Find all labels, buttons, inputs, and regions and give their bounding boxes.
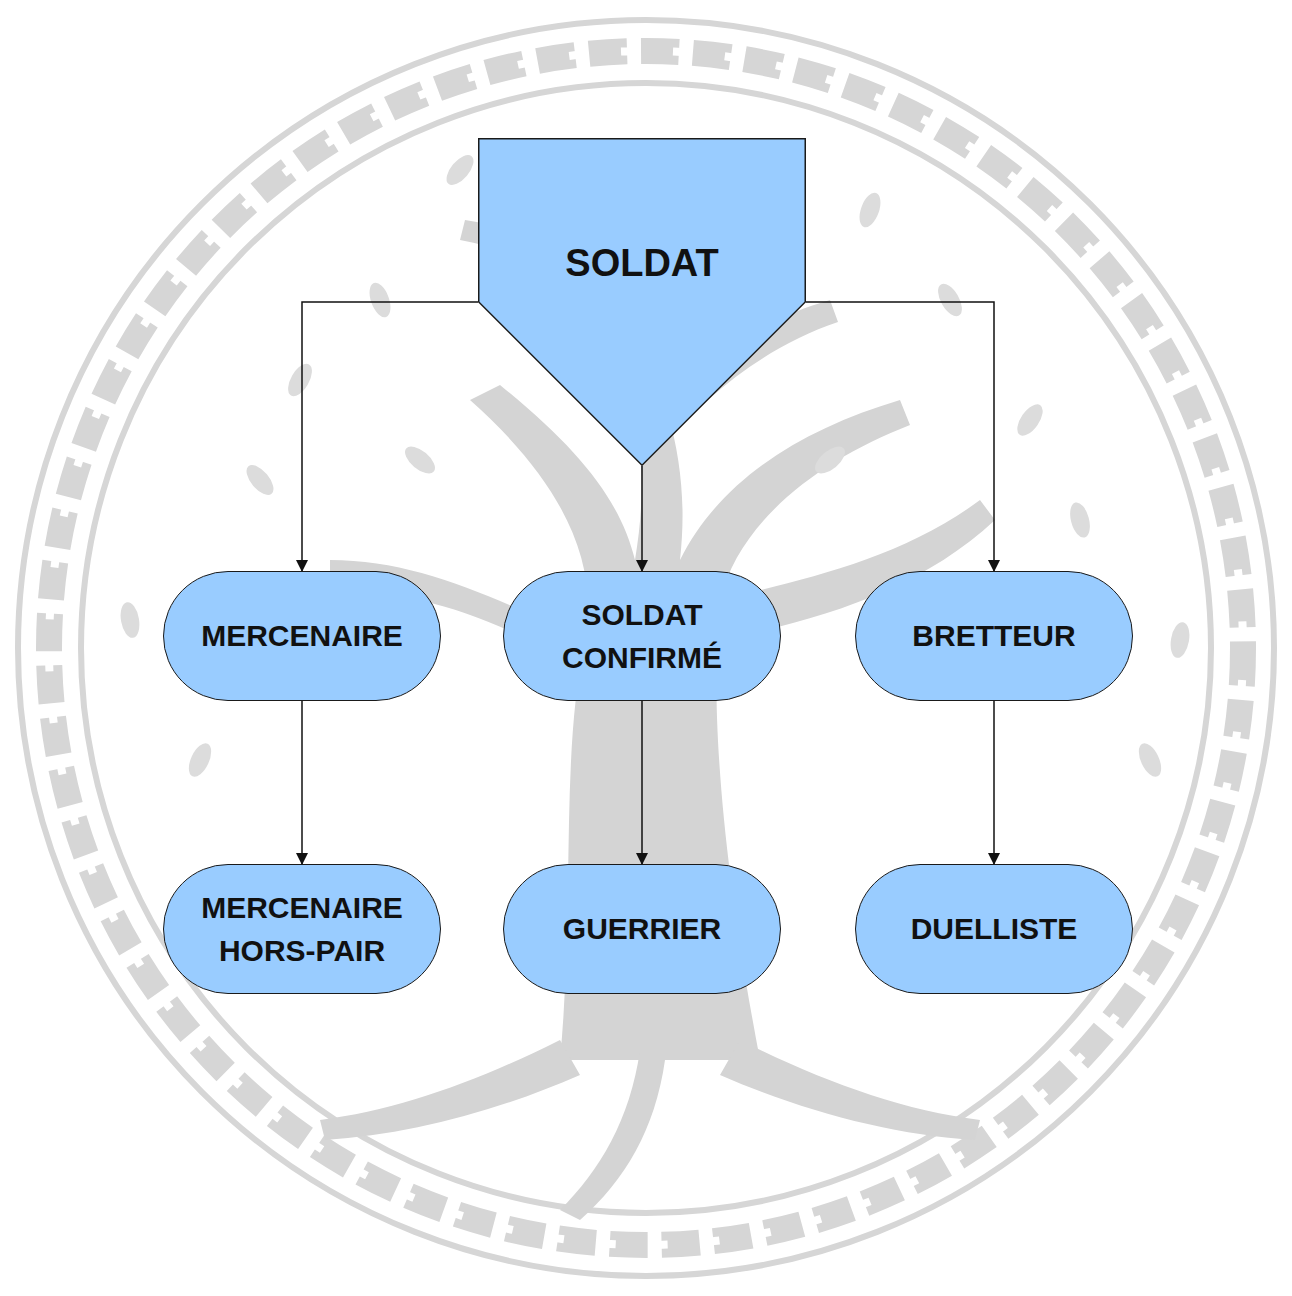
pentagon-outline [478, 138, 806, 466]
rounded-box: BRETTEUR [855, 571, 1133, 701]
rounded-box: DUELLISTE [855, 864, 1133, 994]
connector-arrow [806, 302, 994, 571]
node-label: MERCENAIRE HORS-PAIR [192, 886, 412, 973]
node-label: DUELLISTE [911, 907, 1078, 951]
node-label: MERCENAIRE [201, 614, 403, 658]
connector-arrow [302, 302, 478, 571]
head-text-holder: SOLDAT [478, 236, 806, 291]
tree-leaves [118, 150, 1192, 780]
connector-arrow [993, 701, 995, 864]
node-label: SOLDAT CONFIRMÉ [532, 593, 752, 680]
connector-arrow [641, 466, 643, 571]
pentagon-shape [479, 139, 806, 466]
node-label: SOLDAT [565, 236, 718, 291]
rounded-box: MERCENAIRE [163, 571, 441, 701]
connector-arrow [641, 701, 643, 864]
head-pentagon: SOLDAT [478, 138, 806, 466]
node-label: BRETTEUR [912, 614, 1075, 658]
rounded-box: GUERRIER [503, 864, 781, 994]
rounded-box: SOLDAT CONFIRMÉ [503, 571, 781, 701]
node-label: GUERRIER [563, 907, 721, 951]
connector-arrow [301, 701, 303, 864]
rounded-box: MERCENAIRE HORS-PAIR [163, 864, 441, 994]
knot-ring [18, 20, 1274, 1276]
